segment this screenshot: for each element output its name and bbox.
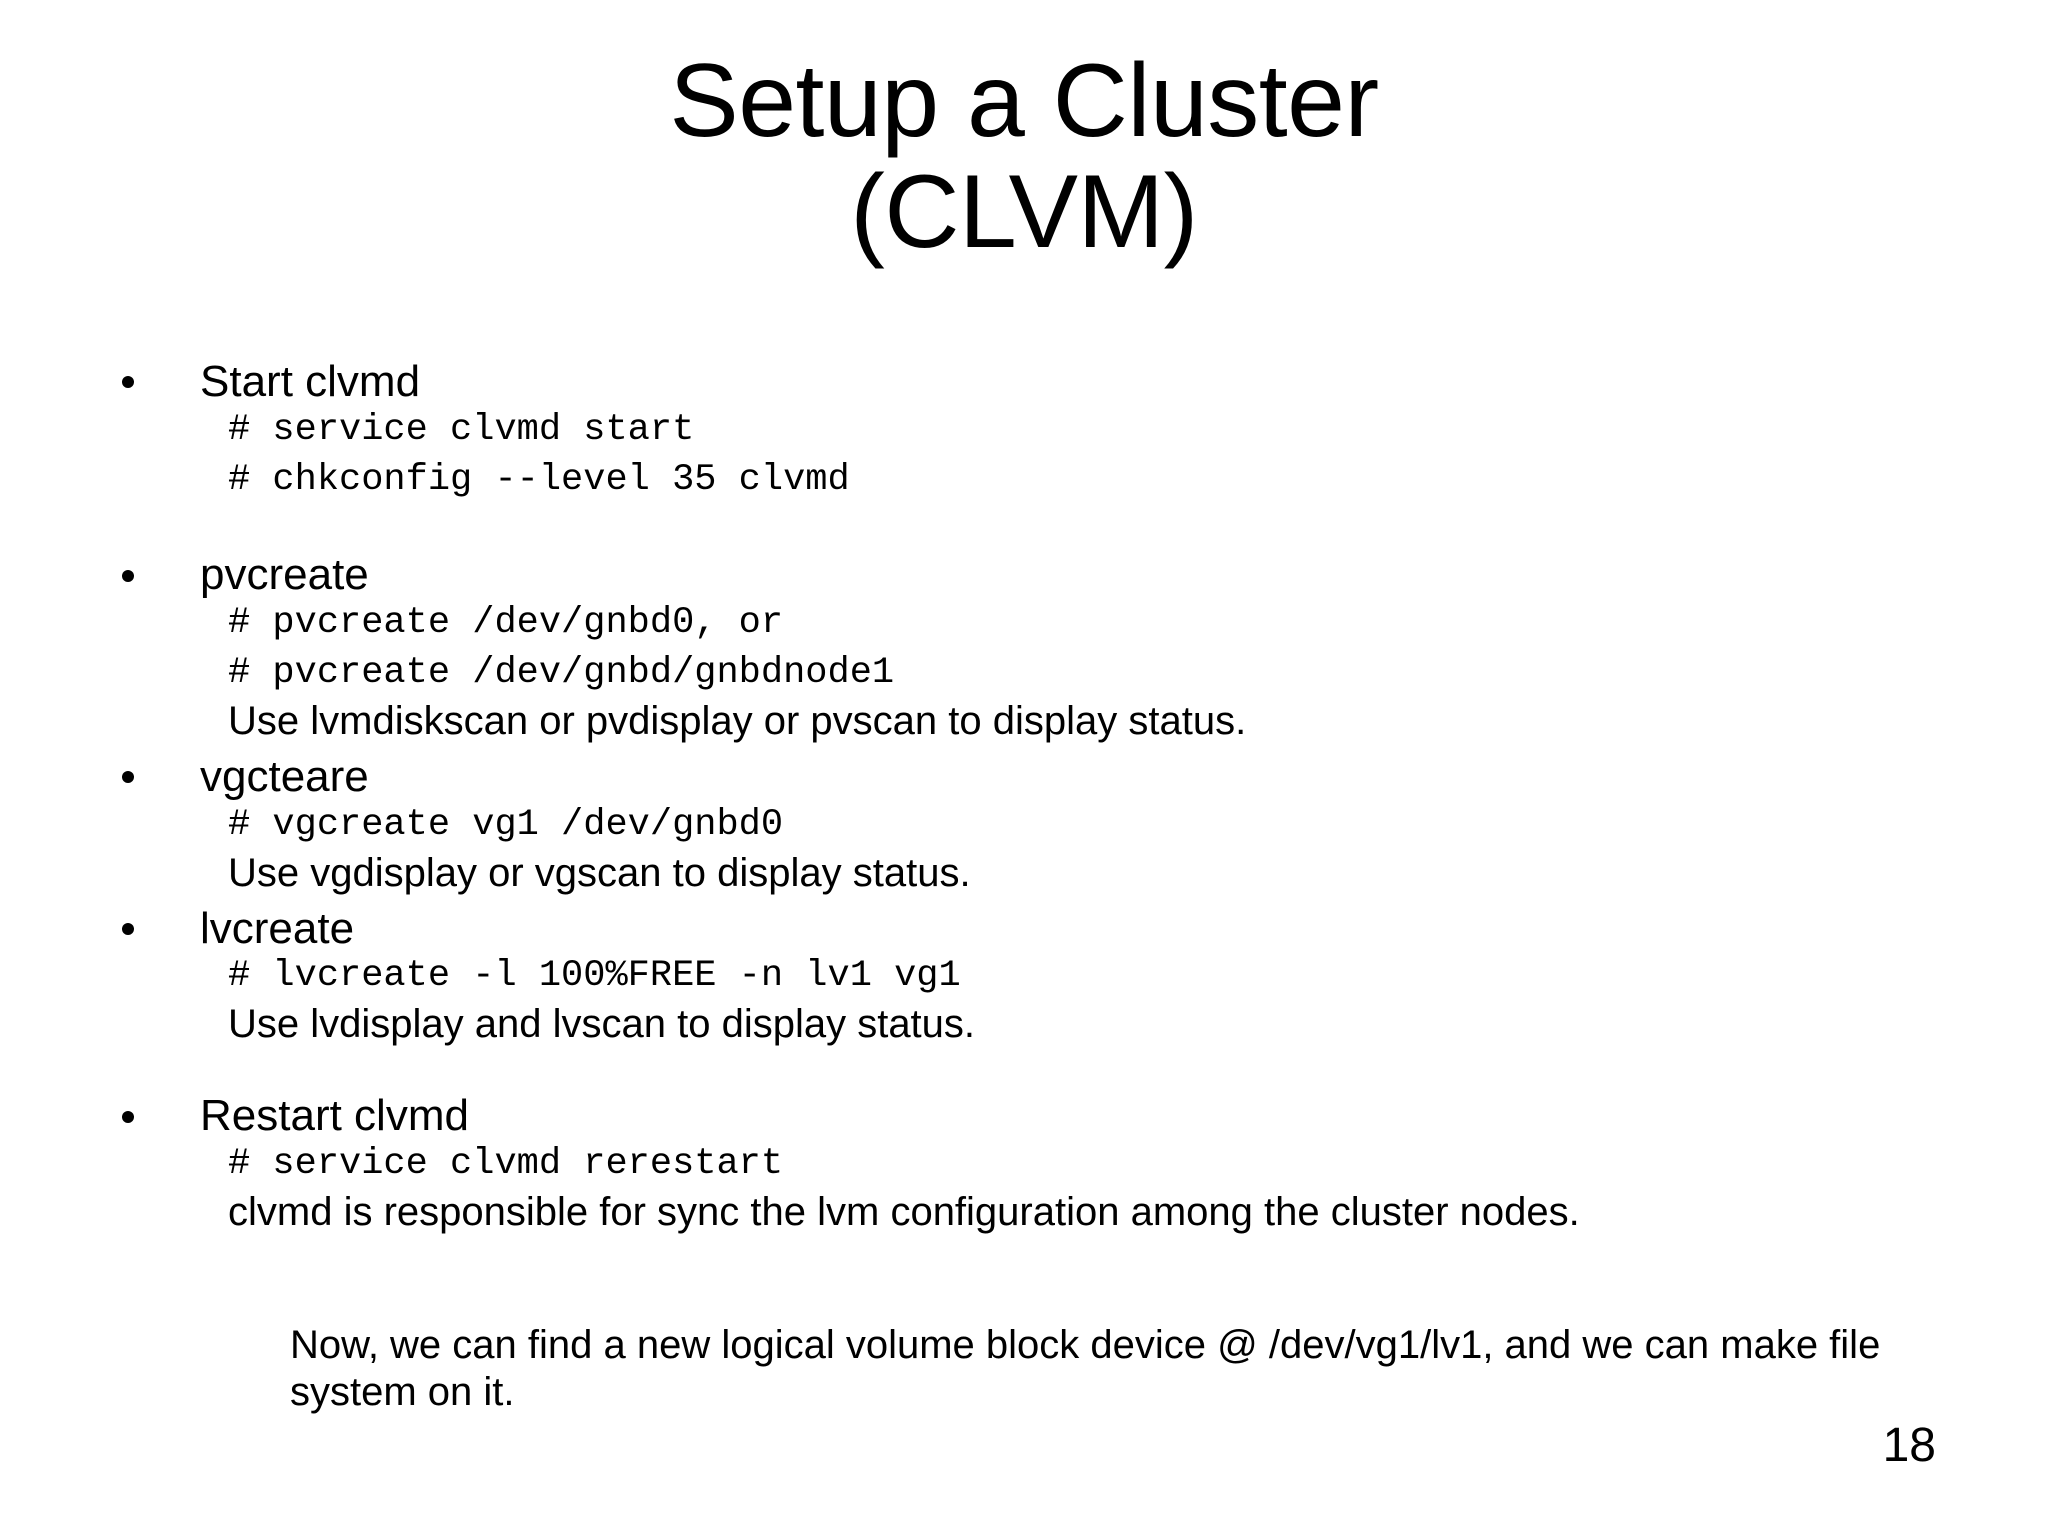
bullet-dot-icon bbox=[122, 923, 134, 935]
command-line: # service clvmd rerestart bbox=[228, 1143, 784, 1186]
command-line: # pvcreate /dev/gnbd/gnbdnode1 bbox=[228, 652, 895, 695]
note-line: clvmd is responsible for sync the lvm co… bbox=[228, 1189, 1580, 1234]
bullet-dot-icon bbox=[122, 376, 134, 389]
bullet-label: lvcreate bbox=[200, 903, 355, 953]
command-line: # pvcreate /dev/gnbd0, or bbox=[228, 602, 784, 645]
closing-paragraph: Now, we can find a new logical volume bl… bbox=[290, 1323, 1881, 1415]
command-line: # lvcreate -l 100%FREE -n lv1 vg1 bbox=[228, 955, 961, 998]
bullet-item-start-clvmd: Start clvmd bbox=[0, 358, 2048, 406]
bullet-item-vgcteare: vgcteare bbox=[0, 751, 2048, 801]
note-line: Use vgdisplay or vgscan to display statu… bbox=[228, 850, 971, 895]
bullet-label: Start clvmd bbox=[200, 357, 421, 406]
bullet-label: Restart clvmd bbox=[200, 1091, 469, 1141]
bullet-item-restart-clvmd: Restart clvmd bbox=[0, 1092, 2048, 1140]
title-line-2: (CLVM) bbox=[850, 154, 1198, 271]
section-vgcreate: vgcteare # vgcreate vg1 /dev/gnbd0 Use v… bbox=[0, 751, 2048, 895]
command-line: # vgcreate vg1 /dev/gnbd0 bbox=[228, 803, 784, 846]
section-lvcreate: lvcreate # lvcreate -l 100%FREE -n lv1 v… bbox=[0, 903, 2048, 1047]
bullet-item-lvcreate: lvcreate bbox=[0, 903, 2048, 953]
page-title: Setup a Cluster (CLVM) bbox=[0, 43, 2048, 271]
bullet-label: vgcteare bbox=[200, 751, 369, 801]
section-restart-clvmd: Restart clvmd # service clvmd rerestart … bbox=[0, 1092, 2048, 1234]
bullet-label: pvcreate bbox=[200, 550, 369, 600]
bullet-dot-icon bbox=[122, 1110, 134, 1123]
bullet-item-pvcreate: pvcreate bbox=[0, 551, 2048, 599]
spacer bbox=[0, 1046, 2048, 1092]
bullet-dot-icon bbox=[122, 771, 134, 784]
page-number: 18 bbox=[1882, 1419, 1936, 1472]
section-pvcreate: pvcreate # pvcreate /dev/gnbd0, or # pvc… bbox=[0, 551, 2048, 742]
bullet-dot-icon bbox=[122, 569, 134, 582]
title-line-1: Setup a Cluster bbox=[669, 43, 1379, 159]
command-line: # service clvmd start bbox=[228, 408, 695, 451]
command-line: # chkconfig --level 35 clvmd bbox=[228, 458, 850, 501]
spacer bbox=[0, 505, 2048, 551]
note-line: Use lvdisplay and lvscan to display stat… bbox=[228, 1002, 976, 1047]
slide-body: Start clvmd # service clvmd start # chkc… bbox=[0, 358, 2048, 1234]
note-line: Use lvmdiskscan or pvdisplay or pvscan t… bbox=[228, 698, 1247, 743]
section-start-clvmd: Start clvmd # service clvmd start # chkc… bbox=[0, 358, 2048, 505]
